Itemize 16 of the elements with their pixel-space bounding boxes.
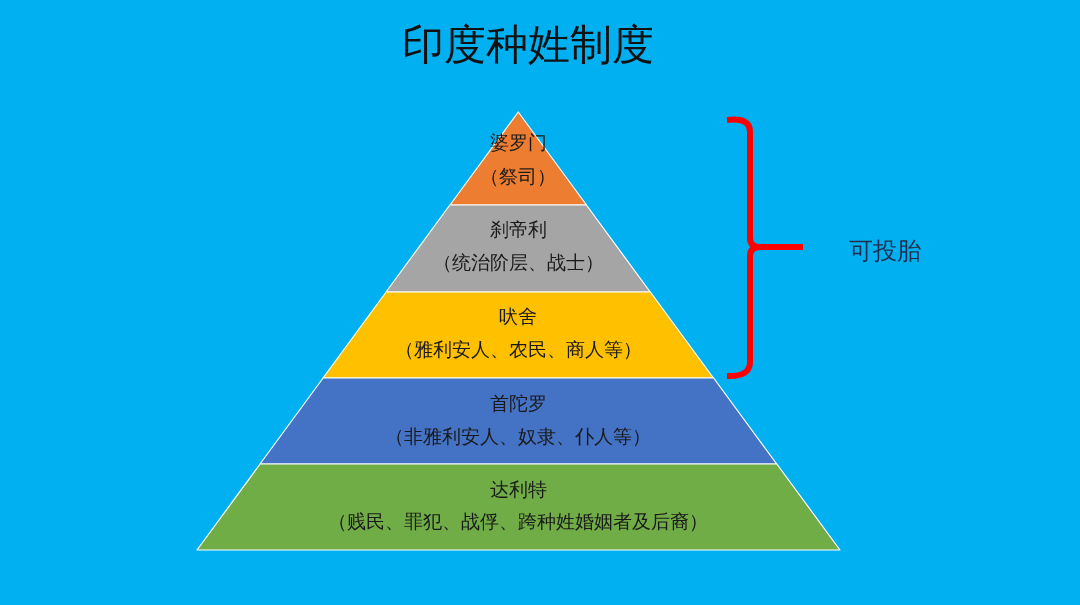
- bracket-label: 可投胎: [849, 237, 921, 266]
- caste-description: （祭司）: [480, 165, 557, 189]
- caste-name: 吠舍: [499, 305, 538, 329]
- title: 印度种姓制度: [402, 21, 654, 70]
- pyramid-layer: [260, 378, 777, 464]
- pyramid-layer: [323, 292, 714, 378]
- caste-name: 达利特: [490, 478, 547, 502]
- caste-description: （非雅利安人、奴隶、仆人等）: [385, 425, 652, 449]
- pyramid-layer: [386, 205, 651, 292]
- pyramid-layer: [450, 112, 587, 205]
- caste-description: （贱民、罪犯、战俘、跨种姓婚姻者及后裔）: [328, 510, 709, 534]
- pyramid-layer: [197, 464, 840, 550]
- caste-description: （雅利安人、农民、商人等）: [395, 338, 642, 362]
- caste-description: （统治阶层、战士）: [433, 251, 604, 275]
- caste-name: 刹帝利: [490, 218, 547, 242]
- caste-name: 首陀罗: [490, 392, 547, 416]
